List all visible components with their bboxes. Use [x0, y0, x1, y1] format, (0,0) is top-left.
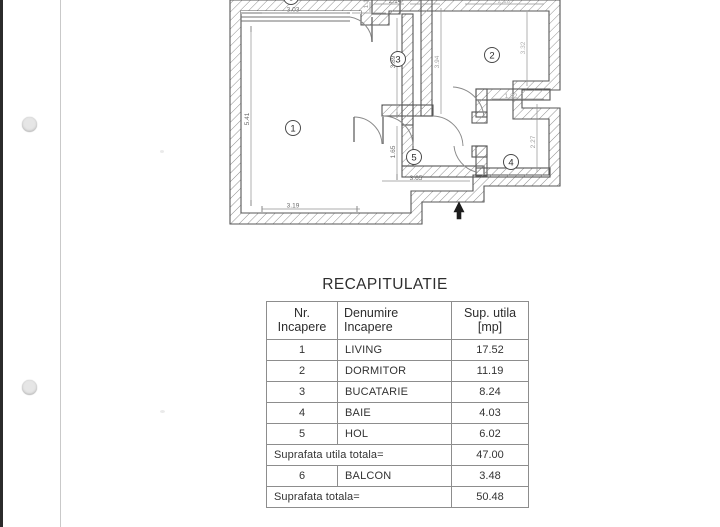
table-body: 1 LIVING 17.52 2 DORMITOR 11.19 3 BUCATA… [266, 339, 529, 508]
dimension-3-32: 3.32 [520, 41, 527, 54]
page-edge-shadow [0, 0, 3, 527]
table-header: Nr. Incapere Denumire Incapere Sup. util… [266, 301, 529, 340]
header-nr-line2: Incapere [277, 320, 327, 334]
svg-text:3: 3 [395, 55, 400, 66]
dimension-ticks [250, 26, 398, 212]
dimension-3-89: 3.89 [390, 55, 397, 68]
dimension-3-03: 3.03 [287, 7, 300, 14]
header-sup-line1: Sup. utila [463, 306, 517, 320]
dimension-lines [250, 2, 544, 210]
scan-speck [160, 150, 164, 153]
dimension-1-65: 1.65 [390, 145, 397, 158]
cell-name: DORMITOR [337, 360, 452, 382]
cell-area: 3.48 [451, 465, 529, 487]
cell-area: 6.02 [451, 423, 529, 445]
cell-nr: 6 [266, 465, 338, 487]
door-swings [349, 16, 485, 173]
cell-nr: 1 [266, 339, 338, 361]
cell-nr: 2 [266, 360, 338, 382]
dimension-3-65: 3.65 [410, 175, 423, 182]
table-row: 2 DORMITOR 11.19 [266, 360, 529, 382]
door-leaves [353, 17, 384, 144]
recap-table: Nr. Incapere Denumire Incapere Sup. util… [266, 301, 529, 508]
dimension-2-14: 2.14 [389, 0, 402, 5]
dimension-3-94: 3.94 [434, 55, 441, 68]
recap-title: RECAPITULATIE [322, 276, 448, 293]
header-nr-line1: Nr. [294, 306, 310, 320]
svg-text:4: 4 [508, 158, 513, 169]
svg-text:2: 2 [489, 51, 494, 62]
dimension-1-82: 1.82 [505, 93, 518, 100]
cell-nr: 4 [266, 402, 338, 424]
dimension-2-27: 2.27 [530, 135, 537, 148]
up-arrow-icon [453, 201, 465, 220]
room-3-walls [381, 0, 434, 126]
room-number-markers: 1 2 3 4 5 [283, 0, 519, 170]
room-2-4-walls [471, 88, 551, 178]
table-row-balcony: 6 BALCON 3.48 [266, 465, 529, 487]
dimension-1-15: 1.15 [363, 0, 370, 8]
svg-text:6: 6 [288, 0, 293, 4]
room-marker-1: 1 [285, 120, 301, 136]
table-row: 4 BAIE 4.03 [266, 402, 529, 424]
subtotal-label: Suprafata utila totala= [266, 444, 452, 466]
total-value: 50.48 [451, 486, 529, 508]
table-row: 3 BUCATARIE 8.24 [266, 381, 529, 403]
cell-name: BALCON [337, 465, 452, 487]
cell-area: 8.24 [451, 381, 529, 403]
cell-nr: 5 [266, 423, 338, 445]
room-1-walls [371, 0, 485, 178]
scan-speck [160, 410, 165, 413]
dimension-2-18: 2.18 [498, 0, 511, 5]
punch-hole-top [22, 117, 37, 132]
subtotal-value: 47.00 [451, 444, 529, 466]
table-row: 5 HOL 6.02 [266, 423, 529, 445]
room-marker-6: 6 [283, 0, 299, 5]
svg-text:5: 5 [411, 153, 416, 164]
room-marker-5: 5 [406, 149, 422, 165]
cell-name: LIVING [337, 339, 452, 361]
svg-text:1: 1 [290, 124, 295, 135]
margin-fold-line [60, 0, 61, 527]
header-den-line2: Incapere [344, 320, 393, 334]
floor-plan-drawing: 1 2 3 4 5 [222, 0, 567, 238]
cell-name: HOL [337, 423, 452, 445]
table-row-total: Suprafata totala= 50.48 [266, 486, 529, 508]
table-header-row: Nr. Incapere Denumire Incapere Sup. util… [266, 301, 529, 340]
header-den-line1: Denumire [344, 306, 399, 320]
room-marker-2: 2 [484, 47, 500, 63]
table-row: 1 LIVING 17.52 [266, 339, 529, 361]
table-row-subtotal: Suprafata utila totala= 47.00 [266, 444, 529, 466]
balcony-walls [241, 11, 361, 22]
cell-name: BAIE [337, 402, 452, 424]
header-sup-line2: [mp] [477, 320, 503, 334]
dimension-5-41: 5.41 [244, 112, 251, 125]
cell-area: 11.19 [451, 360, 529, 382]
room-marker-4: 4 [503, 154, 519, 170]
cell-area: 17.52 [451, 339, 529, 361]
header-suprafata-utila: Sup. utila [mp] [451, 301, 529, 340]
header-nr-incapere: Nr. Incapere [266, 301, 338, 340]
cell-name: BUCATARIE [337, 381, 452, 403]
cell-nr: 3 [266, 381, 338, 403]
punch-hole-bottom [22, 380, 37, 395]
dimension-3-19: 3.19 [287, 203, 300, 210]
total-label: Suprafata totala= [266, 486, 452, 508]
cell-area: 4.03 [451, 402, 529, 424]
header-denumire-incapere: Denumire Incapere [337, 301, 452, 340]
recapitulation-block: RECAPITULATIE Nr. Incapere Denumire Inca… [266, 276, 529, 508]
room-marker-3: 3 [390, 51, 406, 67]
